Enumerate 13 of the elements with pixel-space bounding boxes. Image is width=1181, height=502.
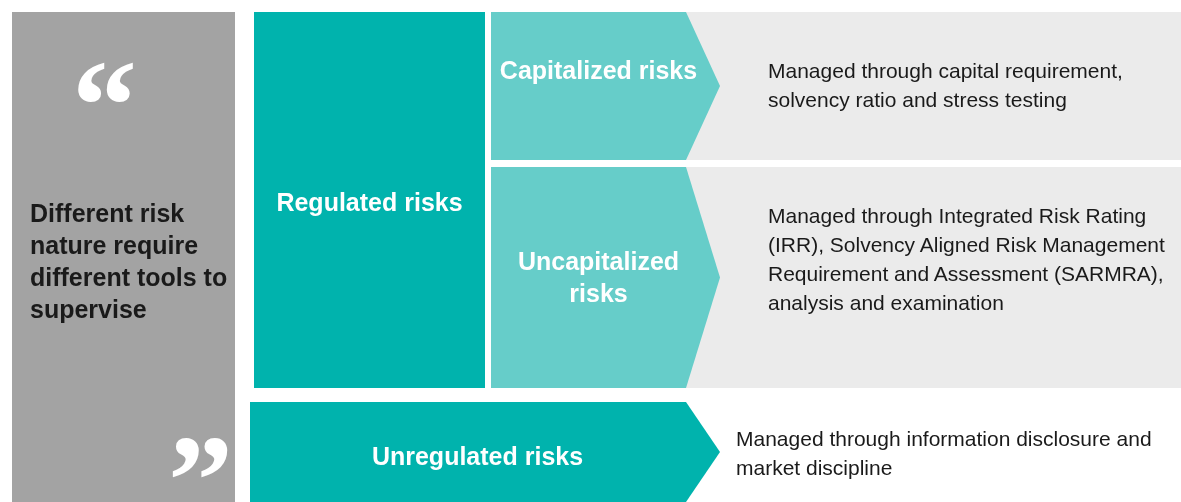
category-label: Different risk nature require different tools to supervise: [30, 198, 229, 325]
side-panel: [12, 12, 235, 502]
category-label: Capitalized risks: [498, 55, 699, 86]
category-label: Regulated risks: [275, 187, 464, 218]
quotation-mark: “: [72, 40, 137, 170]
description-text: Managed through capital requirement, solvency ratio and stress testing: [768, 58, 1124, 113]
category-label: Uncapitalized risks: [516, 246, 681, 309]
description-text: Managed through Integrated Risk Rating (IRR), Solvency Aligned Risk Management Requirement and Assessment (SARMRA), analysis and examination: [768, 203, 1166, 316]
category-label: Unregulated risks: [370, 441, 585, 472]
category-block: [254, 12, 485, 388]
quotation-mark: ”: [168, 415, 233, 502]
description-panel: [686, 167, 1181, 388]
description-text: Managed through information disclosure and market discipline: [736, 426, 1153, 481]
